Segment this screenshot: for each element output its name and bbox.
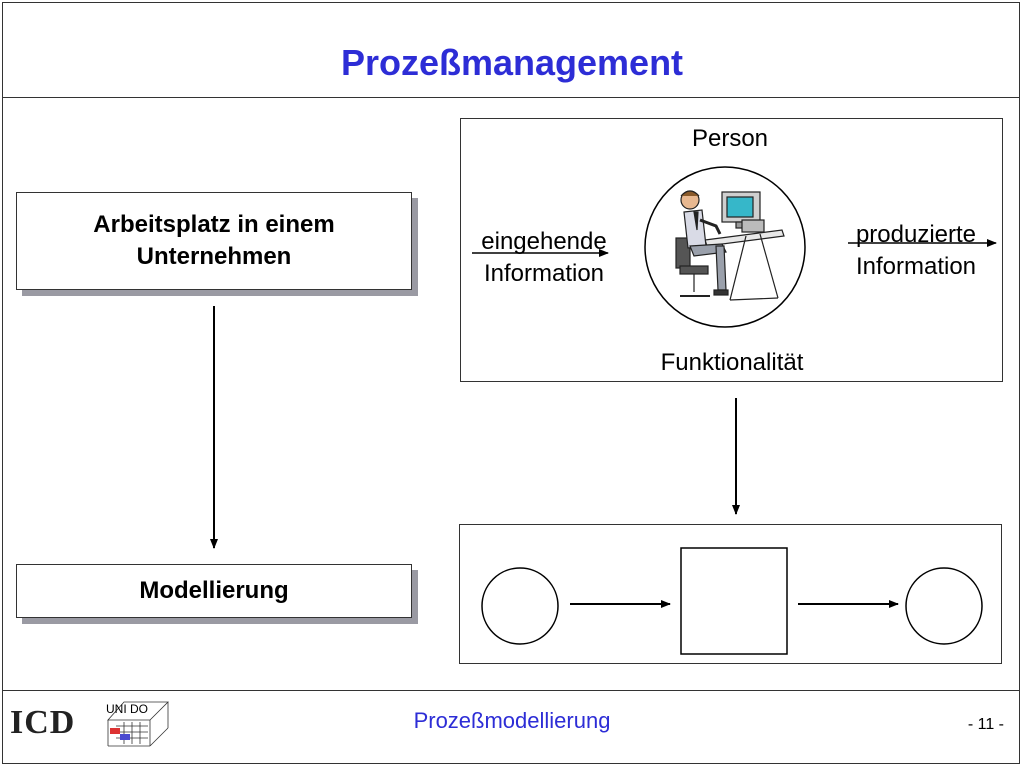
input-label-line-2: Information [483, 260, 605, 287]
workplace-line-2: Unternehmen [136, 243, 292, 270]
modelling-label: Modellierung [139, 577, 289, 604]
person-label: Person [691, 125, 769, 152]
output-label-line-2: Information [855, 253, 977, 280]
page-number: - 11 - [967, 716, 1004, 733]
title-divider [2, 97, 1020, 98]
function-label: Funktionalität [660, 349, 804, 376]
modelling-box: Modellierung [16, 564, 412, 618]
unido-logo-label: UNI DO [106, 702, 148, 716]
unido-logo-icon [107, 701, 169, 747]
person-circle [644, 166, 806, 328]
end-event-circle [905, 567, 983, 645]
input-information-label: eingehende Information [466, 226, 622, 290]
icd-logo: ICD [10, 704, 76, 741]
input-label-line-1: eingehende [481, 228, 607, 255]
workplace-box: Arbeitsplatz in einem Unternehmen [16, 192, 412, 290]
slide-title: Prozeßmanagement [340, 42, 684, 83]
footer-title: Prozeßmodellierung [413, 708, 611, 733]
person-at-computer-icon [675, 190, 785, 301]
footer-divider [2, 690, 1020, 691]
start-event-circle [481, 567, 559, 645]
workplace-line-1: Arbeitsplatz in einem [93, 211, 335, 238]
process-square [680, 547, 788, 655]
